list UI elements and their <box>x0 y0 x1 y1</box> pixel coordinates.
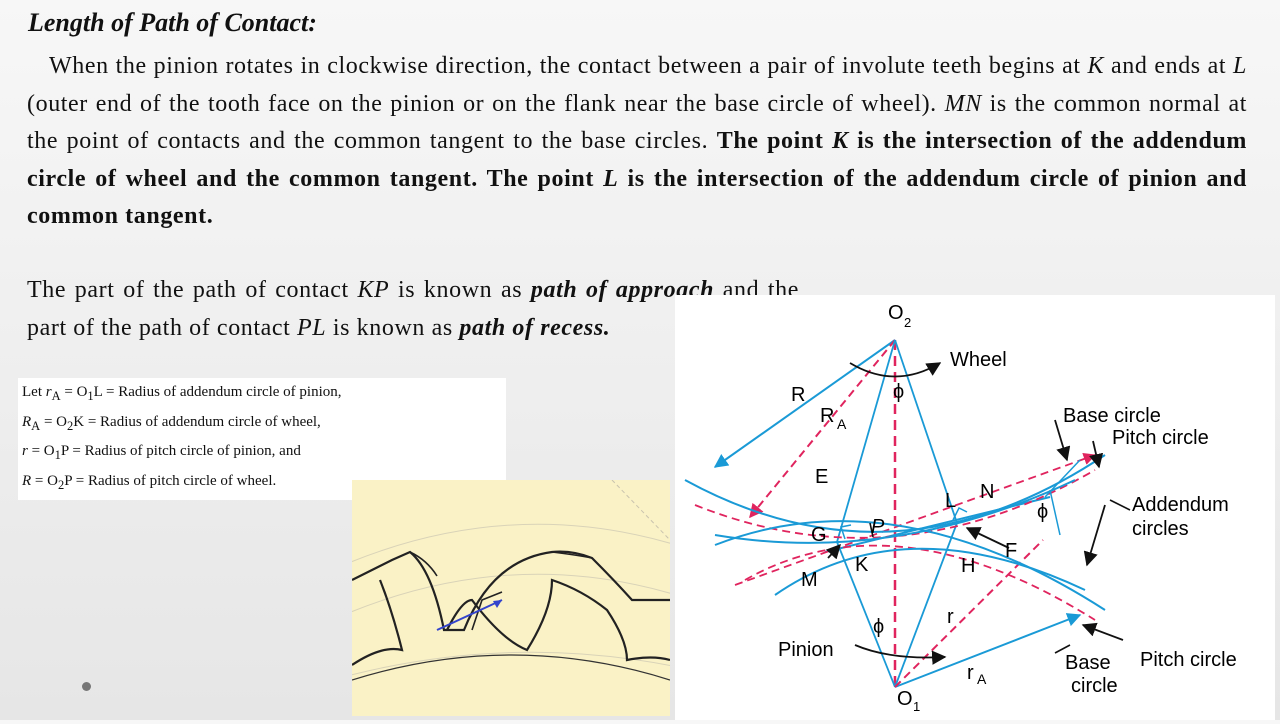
radius-R <box>713 339 896 468</box>
slide-title: Length of Path of Contact: <box>28 8 317 37</box>
text: is known as <box>326 314 460 341</box>
text: When the pinion rotates in clockwise dir… <box>49 53 1088 79</box>
line-O1-G <box>836 541 896 688</box>
label-o1: O <box>897 688 913 710</box>
definition-ra: Let rA = O1L = Radius of addendum circle… <box>22 380 502 410</box>
bold-text: is the intersection of the addendum circ… <box>27 165 1247 230</box>
text: L = Radius of addendum circle of pinion, <box>93 384 342 400</box>
label-phi-top: ϕ <box>893 381 904 403</box>
label-H: H <box>961 555 975 577</box>
label-R: R <box>791 384 805 406</box>
label-o2: O <box>888 302 904 324</box>
label-base-bottom: Base <box>1065 652 1111 674</box>
label-o1-sub: 1 <box>913 699 920 714</box>
pressure-line <box>734 452 1097 586</box>
definitions-list: Let rA = O1L = Radius of addendum circle… <box>18 378 506 500</box>
gear-contact-diagram: O 2 Wheel R R A ϕ Base circle Pitch circ… <box>675 295 1275 720</box>
label-RA-sub: A <box>837 416 847 432</box>
label-F: F <box>1005 540 1017 562</box>
label-wheel: Wheel <box>950 349 1007 371</box>
label-E: E <box>815 466 828 488</box>
subscript: A <box>51 389 61 403</box>
text: and the part of the path of contact <box>27 277 800 341</box>
label-circle-bottom: circle <box>1071 675 1118 697</box>
path-paragraph: The part of the path of contact KP is kn… <box>27 272 799 347</box>
definition-RA: RA = O2K = Radius of addendum circle of … <box>22 410 502 440</box>
text: is known as <box>389 277 531 303</box>
text: = O <box>31 472 58 489</box>
text: = O <box>60 384 88 400</box>
text: P = Radius of pitch circle of wheel. <box>64 472 277 489</box>
label-o2-sub: 2 <box>904 315 911 330</box>
subscript: 1 <box>54 448 61 462</box>
subscript: 2 <box>67 418 74 433</box>
text: Let <box>22 384 46 400</box>
gear-teeth-illustration <box>352 480 670 716</box>
definition-R: R = O2P = Radius of pitch circle of whee… <box>22 469 502 499</box>
text: (outer end of the tooth face on the pini… <box>27 90 945 117</box>
label-M: M <box>801 569 818 591</box>
label-rA-sub: A <box>977 671 987 687</box>
subscript: 1 <box>87 389 94 403</box>
label-pinion: Pinion <box>778 639 834 661</box>
wheel-rotation-arrow <box>849 362 942 378</box>
wheel-addendum-circle <box>684 454 1106 533</box>
label-N: N <box>980 481 994 503</box>
label-base-circle-top: Base circle <box>1063 405 1161 427</box>
symbol: r <box>22 443 28 459</box>
pinion-base-circle <box>774 547 1086 596</box>
label-pitch-circle-bottom: Pitch circle <box>1140 649 1237 671</box>
line-O2-G <box>836 339 896 543</box>
label-K: K <box>855 554 869 576</box>
label-RA: R <box>820 405 834 427</box>
symbol-k: K <box>1087 53 1105 79</box>
symbol-l: L <box>603 165 619 192</box>
text: P = Radius of pitch circle of pinion, an… <box>60 443 301 459</box>
label-addendum: Addendum <box>1132 494 1229 516</box>
symbol-mn: MN <box>944 90 982 117</box>
radius-RA <box>749 339 896 519</box>
wheel-base-circle <box>714 479 1076 544</box>
text: K = Radius of addendum circle of wheel, <box>73 413 321 430</box>
pinion-addendum-circle <box>714 520 1106 611</box>
subscript: 2 <box>57 477 65 492</box>
bold-text: The point <box>716 128 832 154</box>
wheel-pitch-circle <box>694 469 1096 539</box>
label-L: L <box>945 490 956 512</box>
definition-r: r = O1P = Radius of pitch circle of pini… <box>22 439 502 469</box>
bold-text: is the intersection of the addendum circ… <box>27 128 1247 192</box>
symbol-kp: KP <box>357 277 390 303</box>
symbol: R <box>22 472 32 489</box>
term-path-of-recess: path of recess. <box>459 314 611 341</box>
text: and ends at <box>1104 53 1234 79</box>
symbol-k: K <box>831 128 849 154</box>
diagram-svg: O 2 Wheel R R A ϕ Base circle Pitch circ… <box>684 302 1237 714</box>
subscript: A <box>31 418 41 433</box>
radius-rA <box>894 613 1082 688</box>
line-O1-F <box>894 522 958 688</box>
symbol-l: L <box>1233 53 1247 79</box>
label-phi-right: ϕ <box>1037 501 1048 523</box>
gear-animation-image <box>352 480 670 716</box>
symbol: r <box>45 384 52 400</box>
label-r: r <box>947 606 954 628</box>
label-phi-bot: ϕ <box>873 616 884 638</box>
main-paragraph: When the pinion rotates in clockwise dir… <box>27 48 1247 236</box>
symbol-pl: PL <box>297 314 327 341</box>
text: = O <box>40 413 67 430</box>
label-rA: r <box>967 662 974 684</box>
pinion-rotation-arrow <box>854 644 947 665</box>
text: = O <box>27 443 55 459</box>
label-circles: circles <box>1132 518 1189 540</box>
pinion-pitch-circle <box>744 544 1096 621</box>
symbol: R <box>22 413 32 430</box>
label-pitch-circle-top: Pitch circle <box>1112 427 1209 449</box>
label-G: G <box>811 524 827 546</box>
text: The part of the path of contact <box>27 277 358 303</box>
pointer-dot <box>82 682 91 691</box>
line-O2-F <box>894 339 958 524</box>
label-P: P <box>871 516 885 538</box>
text: is the common normal at the point of con… <box>27 90 1247 155</box>
